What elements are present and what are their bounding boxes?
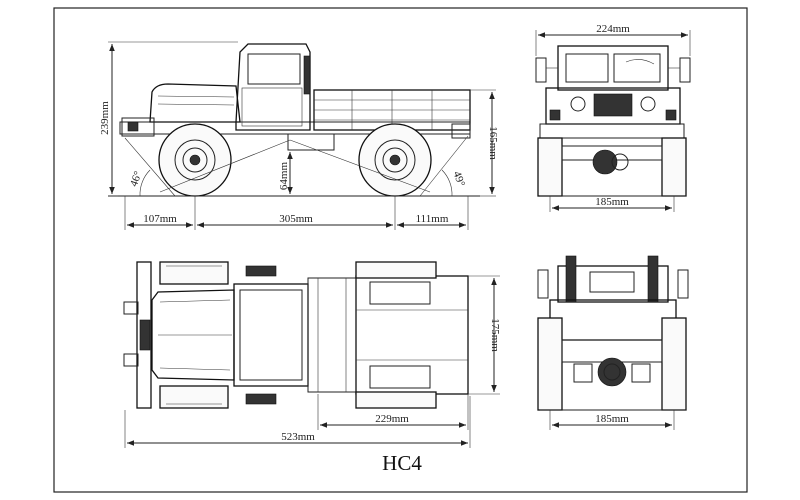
rear-tire-left (537, 317, 563, 411)
top-cargo-bed (355, 275, 469, 395)
dim-body-width-label: 175mm (489, 318, 501, 352)
side-cab (235, 43, 311, 131)
top-tire-rear-left (355, 261, 437, 279)
front-view (535, 45, 691, 197)
dim-ground-clearance: 64mm (278, 152, 293, 194)
dim-rear-overhang-label: 111mm (416, 213, 449, 225)
dim-front-track: 185mm (549, 196, 675, 212)
top-chassis (307, 277, 357, 393)
dim-overall-height-label: 239mm (99, 101, 111, 135)
top-tire-front-left (159, 261, 229, 285)
rear-bed-panel (549, 299, 677, 341)
dim-bed-height-label: 165mm (487, 126, 499, 160)
front-cab (557, 45, 669, 91)
rear-mirror-left (537, 269, 549, 299)
front-tire-left (537, 137, 563, 197)
dim-side-horizontal: 107mm 305mm 111mm (124, 196, 469, 230)
dim-top-width-label: 224mm (596, 23, 630, 35)
front-tire-right (661, 137, 687, 197)
dim-top-width: 224mm (535, 23, 691, 56)
dim-overall-length-label: 523mm (281, 431, 315, 443)
top-tire-front-right (159, 385, 229, 409)
side-cab-window (247, 53, 301, 85)
top-front-bumper (136, 261, 152, 409)
front-headlight-right (640, 96, 656, 112)
side-cab-door (241, 87, 303, 127)
side-rear-bumper (451, 123, 471, 139)
drawing-title: HC4 (382, 451, 422, 475)
front-bumper (539, 123, 685, 139)
dim-approach-angle-label: 46° (128, 170, 145, 189)
dim-rear-track: 185mm (549, 410, 675, 430)
dim-overall-height: 239mm (99, 41, 238, 197)
side-rear-wheel (358, 123, 432, 197)
top-tire-rear-right (355, 391, 437, 409)
dim-front-overhang-label: 107mm (143, 213, 177, 225)
drawing-border (53, 7, 748, 493)
rear-mirror-right (677, 269, 689, 299)
rear-cab (557, 265, 669, 303)
rear-view (537, 255, 689, 411)
dim-front-track-label: 185mm (595, 196, 629, 208)
front-mirror-left (535, 57, 547, 83)
side-front-wheel (158, 123, 232, 197)
top-view (123, 261, 469, 409)
dim-bed-height: 165mm (470, 89, 499, 197)
front-grille (593, 93, 633, 117)
top-cab-roof (233, 283, 309, 387)
dim-rear-track-label: 185mm (595, 413, 629, 425)
side-fuel-tank (287, 133, 335, 151)
front-headlight-left (570, 96, 586, 112)
rear-tire-right (661, 317, 687, 411)
side-view (108, 43, 480, 197)
side-front-bumper (121, 117, 155, 137)
dim-body-width: 175mm (468, 275, 501, 395)
front-mirror-right (679, 57, 691, 83)
dim-ground-clearance-label: 64mm (278, 162, 290, 191)
dim-departure-angle-label: 49° (451, 170, 468, 189)
dim-bed-length: 229mm (317, 394, 469, 430)
dim-bed-length-label: 229mm (375, 413, 409, 425)
dim-wheelbase-label: 305mm (279, 213, 313, 225)
dim-overall-length: 523mm (124, 396, 471, 448)
side-hood (149, 83, 241, 123)
